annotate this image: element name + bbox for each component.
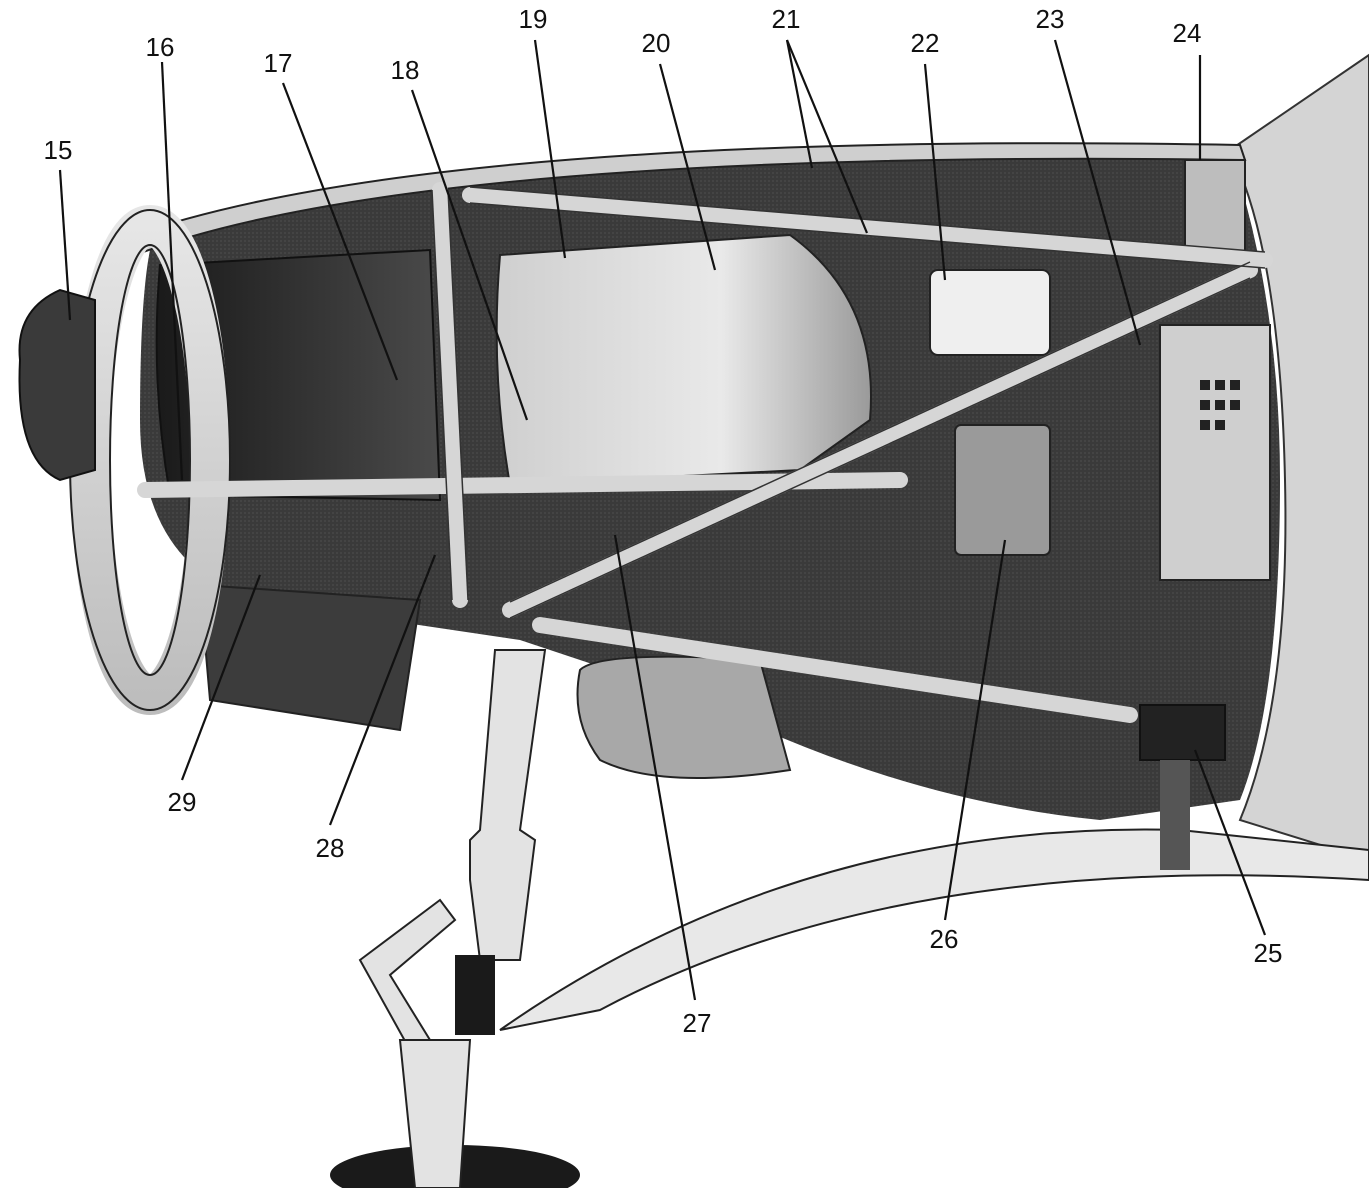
leader-line-23: [1053, 39, 1142, 346]
callout-19: 19: [519, 4, 548, 34]
engine-can: [495, 233, 872, 487]
leader-line-18: [410, 89, 529, 421]
accessory-box: [929, 269, 1051, 356]
callout-24: 24: [1173, 18, 1202, 48]
callout-20: 20: [642, 28, 671, 58]
callout-25: 25: [1254, 938, 1283, 968]
leader-line-15: [58, 169, 72, 321]
callout-18: 18: [391, 55, 420, 85]
rear-bracket: [1139, 704, 1226, 761]
leader-line-17: [281, 82, 399, 381]
callout-16: 16: [146, 32, 175, 62]
callout-28: 28: [316, 833, 345, 863]
callout-23: 23: [1036, 4, 1065, 34]
electrical-panel: [1159, 324, 1271, 581]
propeller-hub: [18, 288, 96, 482]
callout-29: 29: [168, 787, 197, 817]
leader-line-29: [180, 574, 262, 781]
leader-line-19: [533, 39, 567, 259]
leader-line-28: [328, 554, 437, 826]
callout-15: 15: [44, 135, 73, 165]
leader-line-16: [160, 61, 184, 481]
mount-bracket: [1184, 159, 1246, 256]
leader-line-26: [943, 539, 1007, 921]
wing-leading-edge: [499, 828, 1369, 1031]
callout-27: 27: [683, 1008, 712, 1038]
callout-17: 17: [264, 48, 293, 78]
landing-gear-torque-link: [358, 898, 457, 1052]
callout-22: 22: [911, 28, 940, 58]
leader-line-25: [1193, 749, 1267, 936]
leader-line-21a: [785, 39, 814, 169]
landing-gear-strut: [469, 649, 547, 961]
exhaust-duct: [576, 655, 792, 779]
aircraft-illustration: [18, 53, 1369, 1188]
lower-cowling-panel: [198, 583, 422, 732]
callout-21: 21: [772, 4, 801, 34]
gearbox: [954, 424, 1051, 556]
leader-line-22: [923, 63, 947, 281]
callout-labels: 15 16 17 18 19 20 21 22 23 24 25 26 27 2…: [44, 4, 1283, 1038]
leader-line-27: [613, 534, 697, 1001]
leader-line-21b: [785, 39, 869, 234]
callout-26: 26: [930, 924, 959, 954]
leader-line-20: [658, 63, 717, 271]
leader-lines: [58, 39, 1267, 1001]
